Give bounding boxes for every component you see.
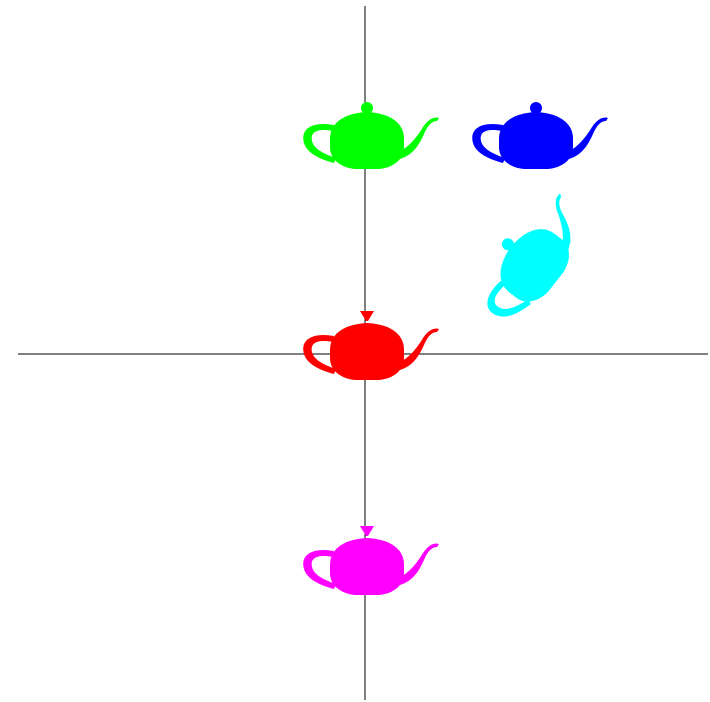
teapot-green <box>303 102 439 169</box>
teapot-red <box>303 311 439 380</box>
teapot-magenta <box>303 526 439 595</box>
teapot-blue <box>472 102 608 169</box>
teapot-cyan <box>464 184 600 332</box>
